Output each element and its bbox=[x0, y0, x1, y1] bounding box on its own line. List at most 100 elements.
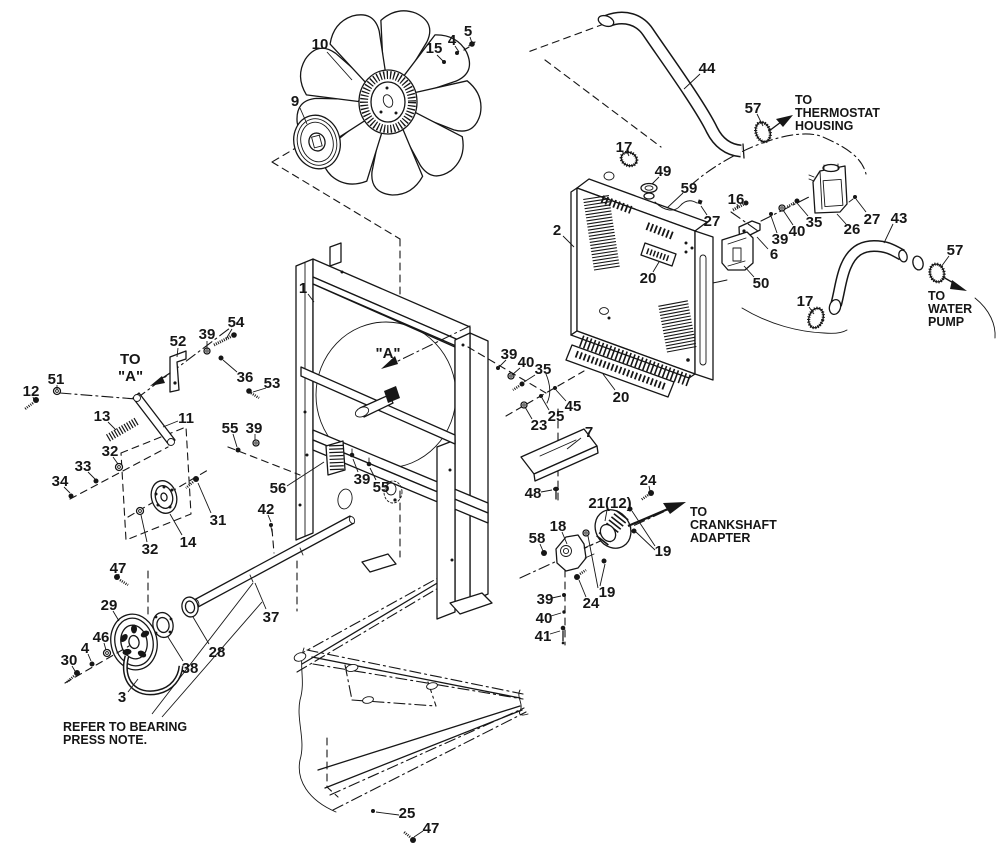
callout-38: 38 bbox=[182, 660, 199, 677]
callout-40: 40 bbox=[536, 610, 553, 627]
fan-pulley-ring bbox=[293, 114, 341, 170]
callout-35: 35 bbox=[806, 214, 823, 231]
callout-31: 31 bbox=[210, 512, 227, 529]
fan-assembly bbox=[293, 10, 482, 196]
callout-56: 56 bbox=[270, 480, 287, 497]
callout-5: 5 bbox=[464, 23, 472, 40]
spring-rod bbox=[105, 417, 140, 442]
shaft-bracket-18 bbox=[555, 534, 595, 572]
note-thermostat-line3: HOUSING bbox=[795, 119, 853, 133]
callout-51: 51 bbox=[48, 371, 65, 388]
belt-tensioner-group bbox=[59, 321, 301, 684]
callout-57: 57 bbox=[947, 242, 964, 259]
callout-11: 11 bbox=[178, 410, 194, 427]
fan-drive-group bbox=[110, 515, 356, 696]
note-to-a-line1: TO bbox=[120, 351, 141, 368]
callout-13: 13 bbox=[94, 408, 111, 425]
fasteners bbox=[24, 41, 857, 843]
callout-30: 30 bbox=[61, 652, 78, 669]
callout-14: 14 bbox=[180, 534, 197, 551]
callout-7: 7 bbox=[585, 424, 593, 441]
callout-6: 6 bbox=[770, 246, 778, 263]
radiator bbox=[565, 171, 714, 398]
callout-19: 19 bbox=[655, 543, 672, 560]
callout-37: 37 bbox=[263, 609, 280, 626]
arrow-to-crankshaft-adapter bbox=[627, 502, 686, 528]
callout-1: 1 bbox=[299, 280, 307, 297]
bolt-16 bbox=[730, 200, 759, 232]
callout-39: 39 bbox=[501, 346, 518, 363]
callout-49: 49 bbox=[655, 163, 672, 180]
hose-clamp bbox=[928, 262, 946, 284]
callout-47: 47 bbox=[423, 820, 440, 837]
upper-radiator-hose bbox=[597, 11, 745, 159]
lower-radiator-hose bbox=[828, 239, 908, 316]
callout-17: 17 bbox=[616, 139, 633, 156]
bearing bbox=[181, 596, 199, 618]
callout-50: 50 bbox=[753, 275, 770, 292]
truck-frame-rails bbox=[293, 572, 529, 813]
bracket-52 bbox=[169, 350, 187, 393]
callout-19: 19 bbox=[599, 584, 616, 601]
callout-59: 59 bbox=[681, 180, 698, 197]
callout-2: 2 bbox=[553, 222, 561, 239]
fan-shroud bbox=[295, 242, 493, 620]
fan-blades bbox=[296, 10, 482, 196]
callout-29: 29 bbox=[101, 597, 118, 614]
mount-bracket-50 bbox=[721, 231, 754, 271]
alignment-lines bbox=[395, 325, 585, 417]
note-to-a-line2: "A" bbox=[118, 368, 143, 385]
callout-33: 33 bbox=[75, 458, 92, 475]
fan-hub bbox=[358, 69, 418, 135]
overflow-tube bbox=[654, 200, 698, 211]
fan-belt bbox=[122, 655, 184, 696]
callout-3: 3 bbox=[118, 689, 126, 706]
note-thermostat-line1: TO bbox=[795, 93, 812, 107]
callout-39: 39 bbox=[246, 420, 263, 437]
callout-52: 52 bbox=[170, 333, 187, 350]
core-fins bbox=[658, 300, 697, 354]
callout-42: 42 bbox=[258, 501, 275, 518]
note-thermostat-line2: THERMOSTAT bbox=[795, 106, 880, 120]
callout-39: 39 bbox=[772, 231, 789, 248]
callout-39: 39 bbox=[537, 591, 554, 608]
callout-46: 46 bbox=[93, 629, 110, 646]
callout-57: 57 bbox=[745, 100, 762, 117]
callout-39: 39 bbox=[199, 326, 216, 343]
callout-4: 4 bbox=[448, 32, 457, 49]
note-crankshaft-line1: TO bbox=[690, 505, 707, 519]
callout-40: 40 bbox=[518, 354, 535, 371]
note-water-pump-line1: TO bbox=[928, 289, 945, 303]
callout-20: 20 bbox=[613, 389, 630, 406]
callout-20: 20 bbox=[640, 270, 657, 287]
drive-shaft bbox=[193, 515, 355, 608]
callout-32: 32 bbox=[102, 443, 119, 460]
note-bearing-line2: PRESS NOTE. bbox=[63, 733, 147, 747]
callout-15: 15 bbox=[426, 40, 443, 57]
callout-12: 12 bbox=[23, 383, 40, 400]
callout-10: 10 bbox=[312, 36, 329, 53]
callout-4: 4 bbox=[81, 640, 90, 657]
note-water-pump-line2: WATER bbox=[928, 302, 972, 316]
hose-clamp bbox=[807, 306, 825, 330]
callout-24: 24 bbox=[640, 472, 657, 489]
callout-24: 24 bbox=[583, 595, 600, 612]
baffle-upper bbox=[640, 242, 677, 267]
callout-25: 25 bbox=[399, 805, 416, 822]
callout-41: 41 bbox=[535, 628, 552, 645]
callout-34: 34 bbox=[52, 473, 69, 490]
idler-pulley bbox=[150, 480, 178, 514]
note-crankshaft-line2: CRANKSHAFT bbox=[690, 518, 777, 532]
callout-32: 32 bbox=[142, 541, 159, 558]
leader-lines bbox=[32, 36, 950, 838]
hoses-and-reservoir bbox=[597, 11, 946, 330]
callout-44: 44 bbox=[699, 60, 716, 77]
callout-43: 43 bbox=[891, 210, 908, 227]
callout-39: 39 bbox=[354, 471, 371, 488]
fan-pulley bbox=[110, 613, 158, 671]
callout-55: 55 bbox=[222, 420, 239, 437]
callout-labels: 10 15 4 5 9 44 57 17 49 59 27 16 2 39 40… bbox=[23, 23, 964, 837]
arrow-to-a bbox=[150, 372, 171, 386]
crankshaft-coupler bbox=[594, 508, 632, 549]
